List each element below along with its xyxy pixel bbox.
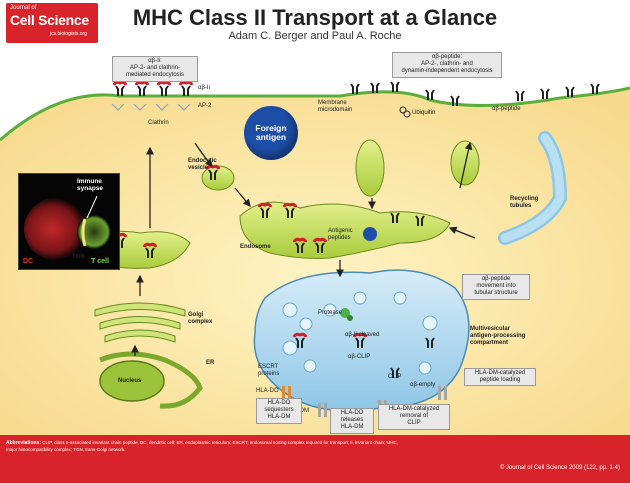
header: Journal of Cell Science jcs.biologists.o… xyxy=(0,0,630,48)
intraluminal-vesicles xyxy=(282,291,438,375)
protease-label: Protease xyxy=(318,310,343,316)
endocytic-vesicle-label: Endocytic vesicle xyxy=(188,158,217,171)
golgi-label: Golgi complex xyxy=(188,312,213,325)
hla-dm-peptide-loading-box: HLA-DM-catalyzed peptide loading xyxy=(464,368,536,387)
ubiquitin-label: Ubiquitin xyxy=(412,110,436,116)
ubiquitin-icon xyxy=(399,106,411,118)
endosome-label: Endosome xyxy=(240,244,271,250)
antigenic-peptides-label: Antigenic peptides xyxy=(328,228,353,241)
ab-ii-label: αβ-Ii xyxy=(198,85,210,91)
escrt-label: ESCRT proteins xyxy=(258,364,280,377)
journal-logo: Journal of Cell Science jcs.biologists.o… xyxy=(6,3,98,43)
hla-do-label: HLA-DO xyxy=(256,388,279,394)
dc-label: DC xyxy=(23,258,34,265)
abbreviations-title: Abbreviations: xyxy=(6,440,42,446)
clathrin-icon xyxy=(111,103,191,111)
copyright: © Journal of Cell Science 2009 (122, pp.… xyxy=(499,465,620,471)
hla-do-sequesters-hla-dm-box: HLA-DO sequesters HLA-DM xyxy=(256,398,302,424)
nucleus xyxy=(99,360,165,402)
golgi-complex xyxy=(94,302,186,343)
foreign-antigen: Foreign antigen xyxy=(244,106,298,160)
ab-ii-endocytosis-box: αβ-Ii: AP-2- and clathrin- mediated endo… xyxy=(112,56,198,82)
pathway-arrows xyxy=(131,141,476,356)
foreign-antigen-fragment xyxy=(363,227,377,241)
recycling-tubules-label: Recycling tubules xyxy=(510,196,539,209)
immune-synapse-micrograph: Immune synapse DC T cell xyxy=(18,173,120,270)
footer: Abbreviations: CLIP, class II-associated… xyxy=(0,435,630,483)
ab-peptide-label: αβ-peptide xyxy=(492,106,521,112)
journal-name: Cell Science xyxy=(10,12,89,28)
ab-clip-label: αβ-CLIP xyxy=(348,354,371,360)
page-title: MHC Class II Transport at a Glance xyxy=(132,5,498,30)
journal-small-label: Journal of xyxy=(10,5,37,11)
immune-synapse-label: Immune synapse xyxy=(77,178,104,193)
nucleus-label: Nucleus xyxy=(118,378,142,384)
hla-do-releases-hla-dm-box: HLA-DO releases HLA-DM xyxy=(330,408,374,434)
journal-url: jcs.biologists.org xyxy=(50,31,87,37)
endoplasmic-reticulum xyxy=(99,351,203,409)
hla-dm-clip-removal-box: HLA-DM-catalyzed removal of CLIP xyxy=(378,404,450,430)
ab-peptide-endocytosis-box: αβ-peptide: AP-2-, clathrin- and dynamin… xyxy=(392,52,502,78)
ab-ii-cleaved-label: αβ-Ii cleaved xyxy=(345,332,380,338)
tgn-label: TGN xyxy=(72,254,85,260)
ab-peptide-movement-box: αβ-peptide movement into tubular structu… xyxy=(462,274,530,300)
mvb-label: Multivesicular antigen-processing compar… xyxy=(470,326,526,346)
er-label: ER xyxy=(206,360,215,366)
clathrin-label: Clathrin xyxy=(148,120,169,126)
clip-label: CLIP xyxy=(388,374,402,380)
ab-empty-label: αβ-empty xyxy=(410,382,436,388)
diagram-graphics xyxy=(0,80,630,435)
abbreviations-text: CLIP, class II-associated invariant chai… xyxy=(6,440,399,452)
plasma-membrane xyxy=(0,86,630,142)
authors: Adam C. Berger and Paul A. Roche xyxy=(228,30,402,42)
ap2-label: AP-2 xyxy=(198,103,212,109)
membrane-microdomain-label: Membrane microdomain xyxy=(318,100,353,113)
t-cell-label: T cell xyxy=(91,258,109,265)
protease-icon xyxy=(340,308,353,321)
hla-do-icon xyxy=(282,386,291,398)
diagram-canvas: Foreign antigen Immune synapse DC xyxy=(0,48,630,435)
abbreviations: Abbreviations: CLIP, class II-associated… xyxy=(6,440,406,453)
